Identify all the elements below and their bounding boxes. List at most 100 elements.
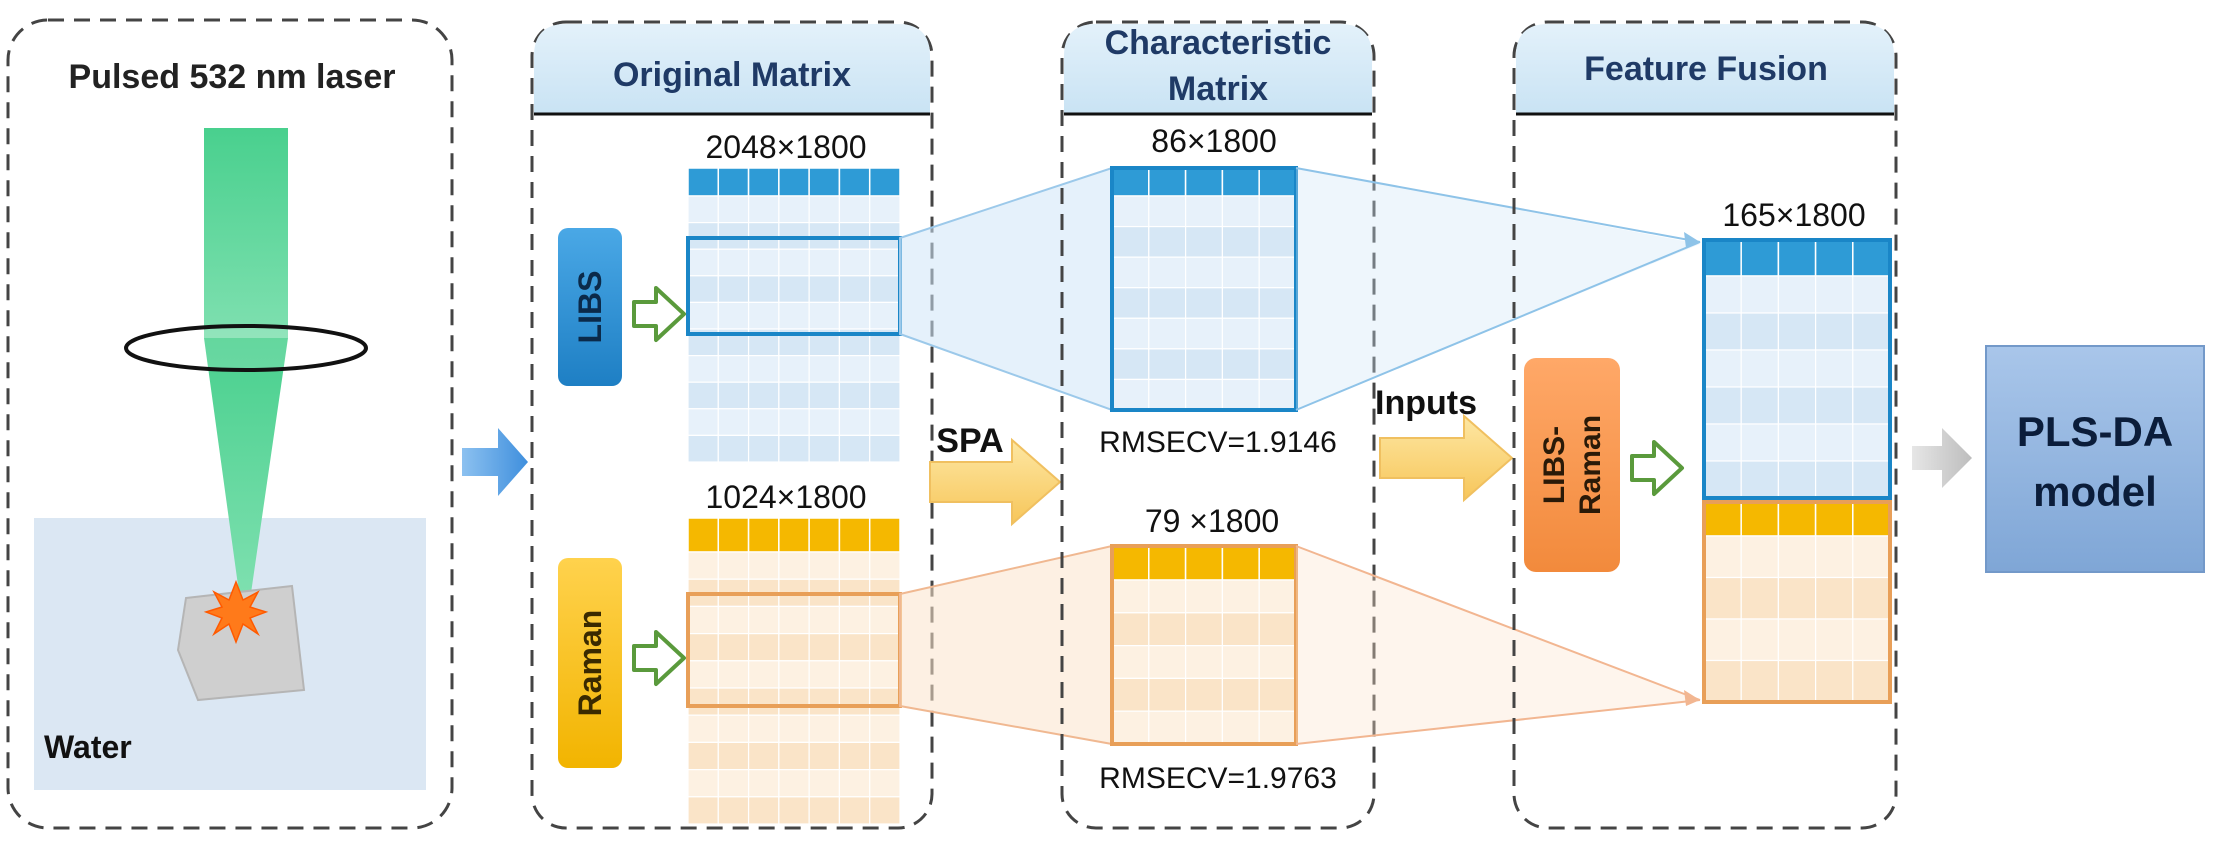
raman-hollow-arrow-icon xyxy=(632,630,686,686)
matrix-cell xyxy=(1258,710,1297,745)
matrix-cell xyxy=(1258,579,1297,614)
matrix-cell xyxy=(838,195,871,224)
matrix-cell xyxy=(1111,677,1150,712)
matrix-cell xyxy=(1703,618,1742,662)
matrix-cell xyxy=(687,248,719,277)
matrix-cell xyxy=(838,355,871,383)
matrix-cell xyxy=(717,551,750,580)
matrix-cell xyxy=(778,551,810,580)
raman-badge-label: Raman xyxy=(572,610,608,717)
matrix-cell xyxy=(717,248,750,277)
matrix-cell xyxy=(1852,349,1891,388)
matrix-cell xyxy=(747,714,780,744)
matrix-cell xyxy=(1184,256,1223,289)
matrix-cell xyxy=(1740,349,1779,388)
matrix-cell xyxy=(778,355,810,383)
characteristic-header-line2: Matrix xyxy=(1168,70,1268,108)
matrix-cell xyxy=(838,741,871,771)
matrix-cell xyxy=(869,714,901,744)
water-label: Water xyxy=(44,729,132,765)
matrix-cell xyxy=(687,741,719,771)
matrix-header-cell xyxy=(687,517,720,553)
matrix-cell xyxy=(1777,460,1817,499)
matrix-header-cell xyxy=(1258,545,1297,581)
matrix-cell xyxy=(1111,644,1150,679)
raman-fusion-line-bottom xyxy=(1295,699,1701,745)
original-panel-frame xyxy=(530,20,934,830)
matrix-cell xyxy=(808,355,841,383)
matrix-cell xyxy=(1148,225,1187,258)
matrix-cell xyxy=(1703,535,1742,579)
matrix-cell xyxy=(1777,386,1817,425)
matrix-cell xyxy=(687,660,719,689)
matrix-cell xyxy=(838,714,871,744)
matrix-cell xyxy=(1740,312,1779,351)
matrix-cell xyxy=(687,796,719,825)
matrix-cell xyxy=(1814,386,1854,425)
matrix-cell xyxy=(778,605,810,635)
matrix-cell xyxy=(1184,612,1223,647)
original-header-fill xyxy=(534,24,930,114)
matrix-cell xyxy=(838,632,871,662)
matrix-cell xyxy=(778,301,810,330)
matrix-cell xyxy=(747,796,780,825)
matrix-cell xyxy=(1814,349,1854,388)
matrix-cell xyxy=(1740,618,1779,662)
matrix-cell xyxy=(1703,576,1742,620)
matrix-cell xyxy=(687,301,719,330)
raman-fusion-arrowhead xyxy=(1684,690,1700,706)
libs-badge xyxy=(558,228,622,386)
matrix-cell xyxy=(778,275,810,303)
matrix-header-cell xyxy=(808,167,841,197)
matrix-cell xyxy=(747,687,780,716)
matrix-cell xyxy=(778,768,810,798)
matrix-cell xyxy=(717,660,750,689)
laser-title: Pulsed 532 nm laser xyxy=(69,58,396,96)
matrix-cell xyxy=(747,660,780,689)
matrix-cell xyxy=(1258,195,1297,228)
matrix-cell xyxy=(1221,317,1260,350)
matrix-cell xyxy=(778,408,810,436)
raman-size-label: 1024×1800 xyxy=(705,479,866,515)
matrix-cell xyxy=(808,222,841,250)
matrix-cell xyxy=(778,796,810,825)
libs-raman-badge-line2: Raman xyxy=(1574,415,1607,515)
laser-panel-frame xyxy=(6,18,454,830)
fused-raman-outline xyxy=(1702,500,1892,704)
matrix-header-cell xyxy=(1148,545,1187,581)
matrix-cell xyxy=(1740,275,1779,314)
matrix-cell xyxy=(747,195,780,224)
matrix-cell xyxy=(778,222,810,250)
libs-fusion-wedge xyxy=(1296,168,1700,410)
matrix-header-cell xyxy=(1814,239,1854,277)
matrix-cell xyxy=(1221,378,1260,411)
matrix-header-cell xyxy=(778,167,810,197)
matrix-cell xyxy=(1184,287,1223,319)
raman-fusion-wedge xyxy=(1296,546,1700,744)
matrix-cell xyxy=(1221,612,1260,647)
matrix-cell xyxy=(1184,317,1223,350)
matrix-cell xyxy=(1184,710,1223,745)
matrix-cell xyxy=(869,355,901,383)
raman-characteristic-grid xyxy=(1111,545,1297,745)
matrix-cell xyxy=(1258,256,1297,289)
matrix-cell xyxy=(717,222,750,250)
matrix-cell xyxy=(869,768,901,798)
matrix-cell xyxy=(1148,195,1187,228)
matrix-cell xyxy=(1148,612,1187,647)
matrix-cell xyxy=(1148,378,1187,411)
matrix-cell xyxy=(1777,535,1817,579)
libs-hollow-arrow-icon xyxy=(632,286,686,342)
laser-panel: Pulsed 532 nm laser Water xyxy=(6,18,454,830)
matrix-header-cell xyxy=(687,167,720,197)
matrix-header-cell xyxy=(1740,501,1780,537)
matrix-cell xyxy=(869,660,901,689)
matrix-header-cell xyxy=(868,167,901,197)
characteristic-matrix-panel: Characteristic Matrix 86×1800 RMSECV=1.9… xyxy=(1060,20,1376,830)
matrix-cell xyxy=(687,222,719,250)
matrix-cell xyxy=(778,687,810,716)
matrix-cell xyxy=(1777,576,1817,620)
characteristic-header-line1: Characteristic xyxy=(1105,24,1332,62)
matrix-cell xyxy=(717,355,750,383)
libs-raman-badge-line1: LIBS- xyxy=(1538,426,1571,504)
